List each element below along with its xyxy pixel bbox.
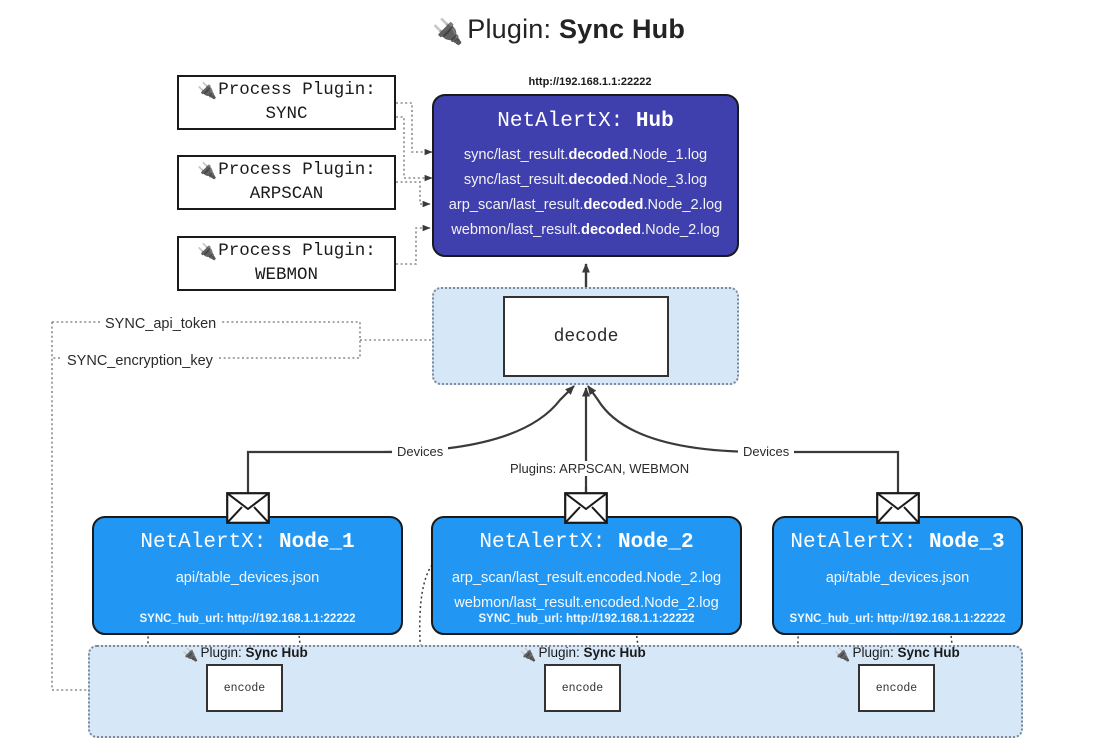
encoder-1-plugin-label: 🔌Plugin: Sync Hub: [182, 645, 308, 663]
decode-box[interactable]: decode: [503, 296, 669, 377]
connector-webmon-to-log4: [396, 224, 431, 265]
plug-icon: 🔌: [520, 648, 537, 663]
process-plugin-arpscan[interactable]: 🔌Process Plugin: ARPSCAN: [177, 155, 396, 210]
envelope-icon: [226, 492, 270, 524]
node-box-node-1[interactable]: NetAlertX: Node_1 api/table_devices.json…: [92, 516, 403, 635]
arrow-node1-to-decode: [246, 385, 575, 487]
node-3-title: NetAlertX: Node_3: [790, 531, 1005, 554]
node-3-lines: api/table_devices.json: [774, 566, 1021, 591]
connector-encode3-to-envelope: [905, 524, 953, 689]
node-1-line: api/table_devices.json: [175, 570, 320, 586]
process-plugin-webmon-header: 🔌Process Plugin:: [197, 240, 375, 263]
node-box-node-3[interactable]: NetAlertX: Node_3 api/table_devices.json…: [772, 516, 1023, 635]
node-2-title: NetAlertX: Node_2: [479, 531, 694, 554]
encode-box-2[interactable]: encode: [544, 664, 621, 712]
connector-sync-to-log2: [396, 116, 433, 182]
connector-encode2-to-envelope: [593, 524, 639, 689]
process-plugin-sync-header: 🔌Process Plugin:: [197, 79, 375, 102]
connector-arpscan-to-log3: [396, 181, 431, 208]
node-box-node-2[interactable]: NetAlertX: Node_2 arp_scan/last_result.e…: [431, 516, 742, 635]
node-2-lines: arp_scan/last_result.encoded.Node_2.log …: [433, 566, 740, 616]
process-plugin-sync-name: SYNC: [265, 103, 308, 124]
process-plugin-arpscan-header: 🔌Process Plugin:: [197, 159, 375, 182]
process-plugin-sync-label: Process Plugin:: [218, 80, 376, 101]
process-plugin-webmon[interactable]: 🔌Process Plugin: WEBMON: [177, 236, 396, 291]
process-plugin-arpscan-name: ARPSCAN: [249, 183, 324, 204]
hub-title-prefix: NetAlertX:: [497, 110, 624, 133]
sync-api-token-label: SYNC_api_token: [100, 316, 222, 332]
hub-node[interactable]: NetAlertX: Hub sync/last_result.decoded.…: [432, 94, 739, 257]
hub-log-list: sync/last_result.decoded.Node_1.log sync…: [434, 143, 737, 243]
encode-box-1[interactable]: encode: [206, 664, 283, 712]
plug-icon: 🔌: [197, 81, 218, 101]
process-plugin-webmon-label: Process Plugin:: [218, 241, 376, 262]
node-2-hub-url: SYNC_hub_url: http://192.168.1.1:22222: [478, 613, 695, 625]
edge-label-devices-left: Devices: [392, 444, 449, 459]
edge-label-devices-right: Devices: [738, 444, 795, 459]
encoder-2-plugin-label: 🔌Plugin: Sync Hub: [520, 645, 646, 663]
envelope-icon: [564, 492, 608, 524]
hub-url-label: http://192.168.1.1:22222: [528, 76, 652, 88]
plug-icon: 🔌: [431, 18, 464, 46]
plug-icon: 🔌: [182, 648, 199, 663]
page-title-name: Sync Hub: [558, 14, 686, 44]
node-2-line: webmon/last_result.encoded.Node_2.log: [454, 595, 719, 612]
node-2-line: arp_scan/last_result.encoded.Node_2.log: [451, 570, 722, 586]
process-plugin-webmon-name: WEBMON: [254, 264, 318, 285]
plug-icon: 🔌: [197, 161, 218, 181]
envelope-icon: [876, 492, 920, 524]
node-1-title: NetAlertX: Node_1: [140, 531, 355, 554]
process-plugin-arpscan-label: Process Plugin:: [218, 160, 376, 181]
node-1-hub-url: SYNC_hub_url: http://192.168.1.1:22222: [139, 613, 356, 625]
node-3-line: api/table_devices.json: [825, 570, 970, 586]
plug-icon: 🔌: [834, 648, 851, 663]
encoder-3-plugin-label: 🔌Plugin: Sync Hub: [834, 645, 960, 663]
encode-box-3[interactable]: encode: [858, 664, 935, 712]
node-3-hub-url: SYNC_hub_url: http://192.168.1.1:22222: [789, 613, 1006, 625]
hub-log-item: sync/last_result.decoded.Node_3.log: [463, 172, 708, 189]
connector-encode1-to-envelope: [255, 524, 301, 689]
hub-log-item: sync/last_result.decoded.Node_1.log: [463, 147, 708, 163]
hub-title-name: Hub: [635, 110, 674, 133]
node-1-lines: api/table_devices.json: [94, 566, 401, 591]
page-title: 🔌Plugin: Sync Hub: [0, 14, 1117, 47]
connector-tokens-to-encoders: [51, 322, 121, 694]
hub-title: NetAlertX: Hub: [497, 110, 673, 133]
hub-log-item: webmon/last_result.decoded.Node_2.log: [451, 222, 720, 239]
edge-label-plugins-center: Plugins: ARPSCAN, WEBMON: [505, 461, 695, 476]
hub-log-item: arp_scan/last_result.decoded.Node_2.log: [448, 197, 723, 214]
sync-encryption-key-label: SYNC_encryption_key: [62, 353, 218, 369]
process-plugin-sync[interactable]: 🔌Process Plugin: SYNC: [177, 75, 396, 130]
plug-icon: 🔌: [197, 242, 218, 262]
connector-sync-to-log1: [396, 102, 433, 156]
page-title-prefix: Plugin:: [467, 14, 552, 44]
